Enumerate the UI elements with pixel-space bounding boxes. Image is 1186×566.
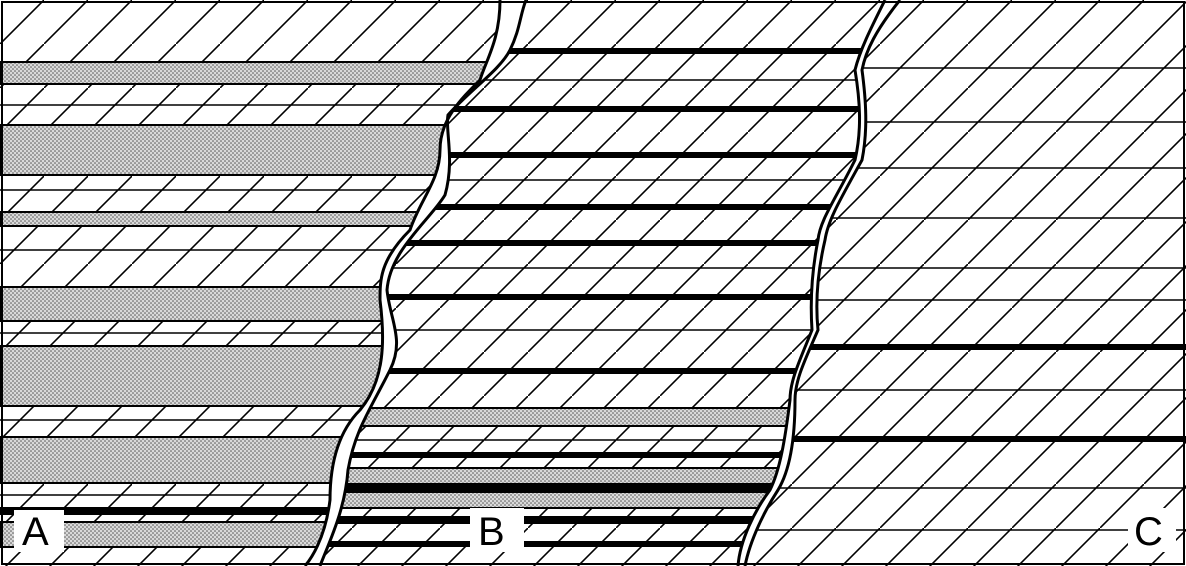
label-a: A (22, 510, 49, 554)
label-c: C (1134, 510, 1163, 554)
shale-band-c2 (730, 436, 1186, 442)
sandstone-bed-a1 (0, 62, 520, 84)
label-b: B (478, 510, 505, 554)
